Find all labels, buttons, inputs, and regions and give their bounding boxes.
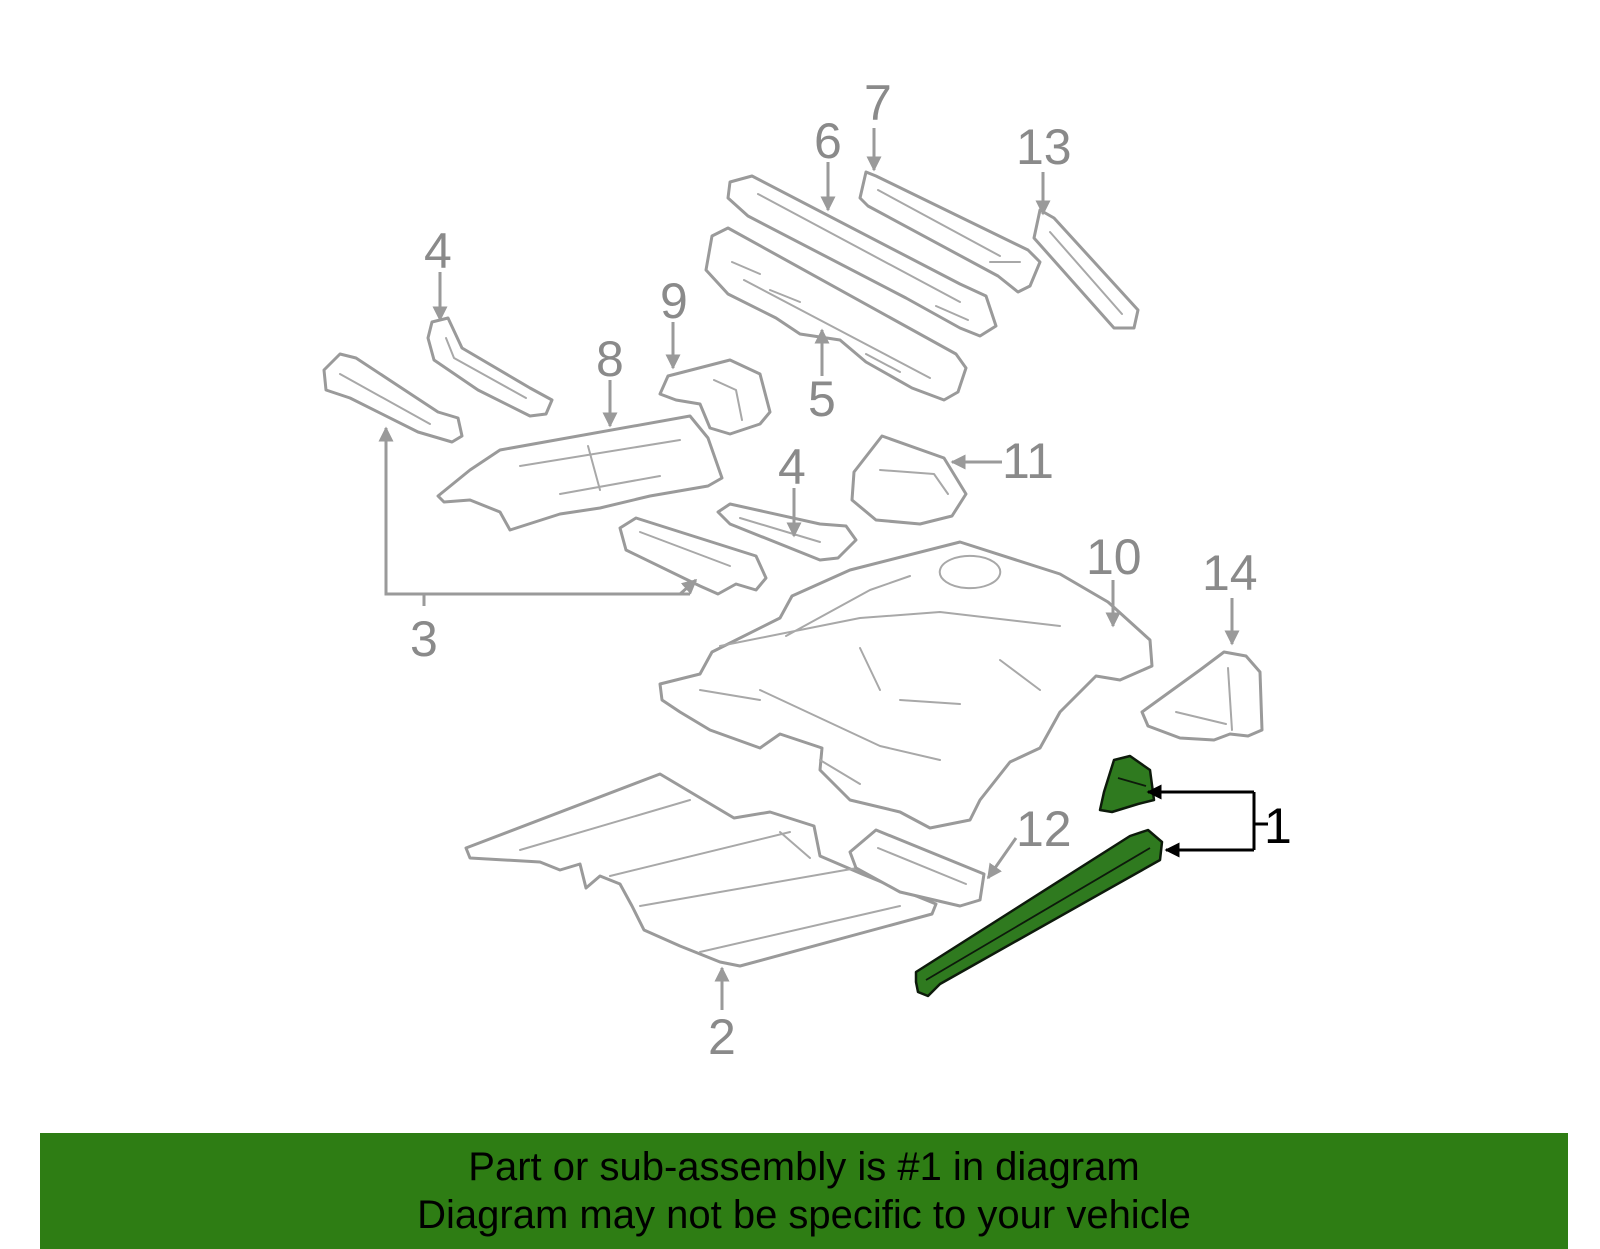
callout-9: 9: [660, 273, 688, 329]
callout-8: 8: [596, 331, 624, 387]
part-10-rear-floor-pan: [658, 540, 1154, 830]
part-9-bracket: [658, 358, 772, 436]
banner-line-1: Part or sub-assembly is #1 in diagram: [468, 1145, 1140, 1189]
callout-4-lower: 4: [778, 439, 806, 495]
callout-labels: 1 2 3 4 4 5 6 7 8 9 10 11 12 13 14: [410, 75, 1292, 1065]
callout-1: 1: [1264, 798, 1292, 854]
part-2-front-floor-pan: [464, 772, 938, 968]
callout-4-upper: 4: [424, 223, 452, 279]
callout-3: 3: [410, 611, 438, 667]
part-12-plate: [848, 828, 986, 908]
part-11-support: [850, 434, 968, 526]
leader-lines: [378, 128, 1240, 1010]
callout-7: 7: [864, 75, 892, 131]
callout-14: 14: [1202, 545, 1258, 601]
callout-13: 13: [1016, 119, 1072, 175]
callout-11: 11: [1002, 433, 1054, 489]
callout-6: 6: [814, 113, 842, 169]
part-3-lower-crossmember: [618, 516, 768, 596]
part-13-bracket: [1032, 208, 1140, 330]
banner-line-2: Diagram may not be specific to your vehi…: [417, 1193, 1191, 1237]
callout-2: 2: [708, 1009, 736, 1065]
callout-5: 5: [808, 371, 836, 427]
part-4-upper-bracket: [426, 316, 554, 418]
info-banner: Part or sub-assembly is #1 in diagram Di…: [40, 1133, 1568, 1249]
parts-diagram: 1 2 3 4 4 5 6 7 8 9 10 11 12 13 14: [322, 75, 1292, 1065]
part-7-rail: [858, 170, 1042, 294]
part-3-upper-crossmember: [322, 352, 464, 444]
part-8-tunnel: [436, 414, 724, 532]
part-14-bracket: [1140, 650, 1264, 742]
part-1-bracket: [1098, 754, 1156, 814]
callout-12: 12: [1016, 801, 1072, 857]
part-6-rail: [726, 174, 998, 338]
part-1-rocker-rail: [914, 828, 1164, 998]
leader-lines-highlight: [1146, 784, 1268, 858]
part-5-rail: [704, 226, 968, 402]
callout-10: 10: [1086, 529, 1142, 585]
